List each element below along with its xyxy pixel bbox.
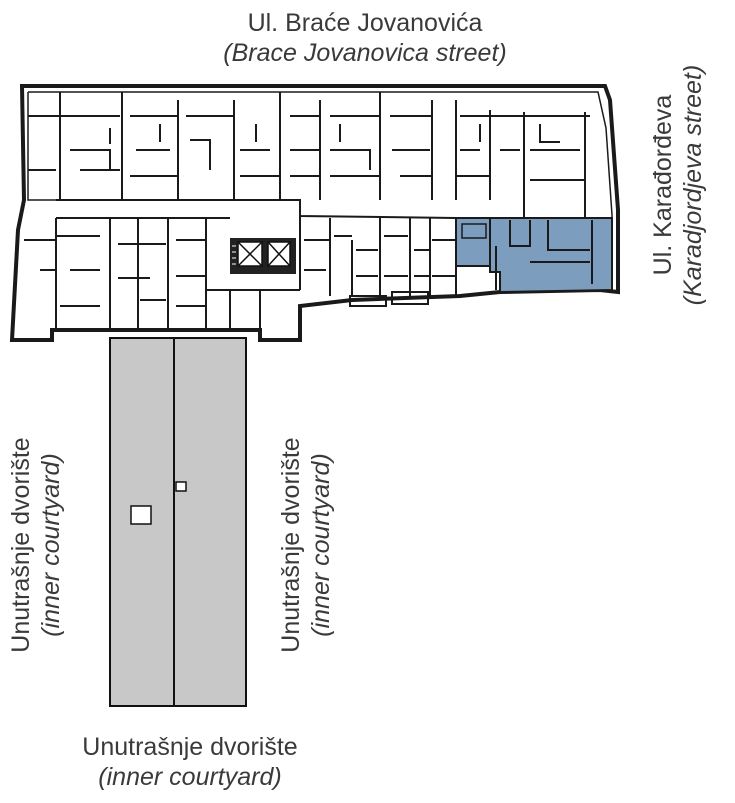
courtyard-mid-name: Unutrašnje dvorište [277,437,305,653]
right-street-name: Ul. Karađorđeva [649,94,677,276]
courtyard-bottom-english: (inner courtyard) [98,763,282,791]
courtyard-left-label: Unutrašnje dvorište (inner courtyard) [6,410,66,680]
courtyard-left-name: Unutrašnje dvorište [7,437,35,653]
highlighted-apartment[interactable] [455,217,613,294]
top-street-name: Ul. Braće Jovanovića [247,9,483,37]
courtyard-bottom-label: Unutrašnje dvorište (inner courtyard) [20,732,360,792]
courtyard-mid-label: Unutrašnje dvorište (inner courtyard) [276,410,336,680]
courtyard-strip [109,337,247,707]
elevator-core [230,238,296,274]
right-street-english: (Karadjordjeva street) [679,64,707,306]
courtyard-mid-english: (inner courtyard) [307,453,335,637]
courtyard-left-english: (inner courtyard) [37,453,65,637]
right-street-label: Ul. Karađorđeva (Karadjordjeva street) [648,50,708,320]
top-street-label: Ul. Braće Jovanovića (Brace Jovanovica s… [120,8,610,68]
courtyard-bottom-name: Unutrašnje dvorište [82,733,298,761]
building-outline [9,84,620,342]
top-street-english: (Brace Jovanovica street) [223,39,507,67]
